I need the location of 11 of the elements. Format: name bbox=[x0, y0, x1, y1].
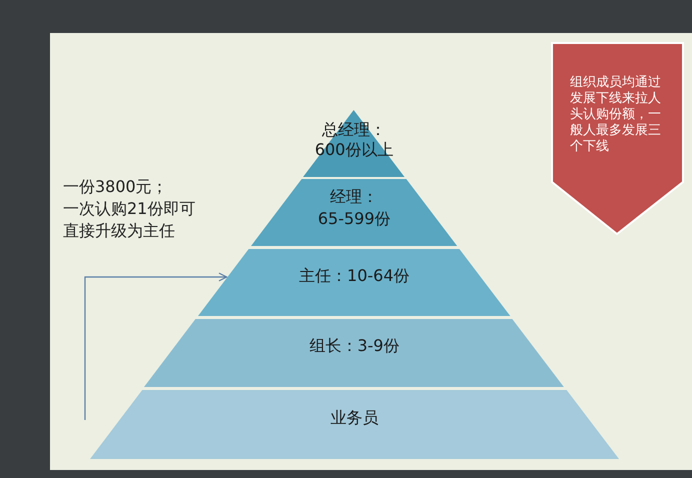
note-text: 一次认购21份即可 bbox=[63, 198, 196, 220]
note-text: 一份3800元； bbox=[63, 176, 168, 198]
callout-text: 组织成员均通过发展下线来拉人头认购份额，一般人最多发展三个下线 bbox=[570, 75, 662, 155]
tier-label: 经理： bbox=[329, 187, 380, 207]
tier-label: 组长：3-9份 bbox=[308, 336, 400, 356]
tier-label: 总经理： bbox=[321, 120, 388, 140]
tier-label: 65-599份 bbox=[316, 209, 392, 229]
tier-label: 主任：10-64份 bbox=[298, 266, 411, 286]
arrow bbox=[84, 272, 228, 420]
note-text: 直接升级为主任 bbox=[63, 220, 175, 242]
tier-label: 业务员 bbox=[330, 408, 380, 428]
